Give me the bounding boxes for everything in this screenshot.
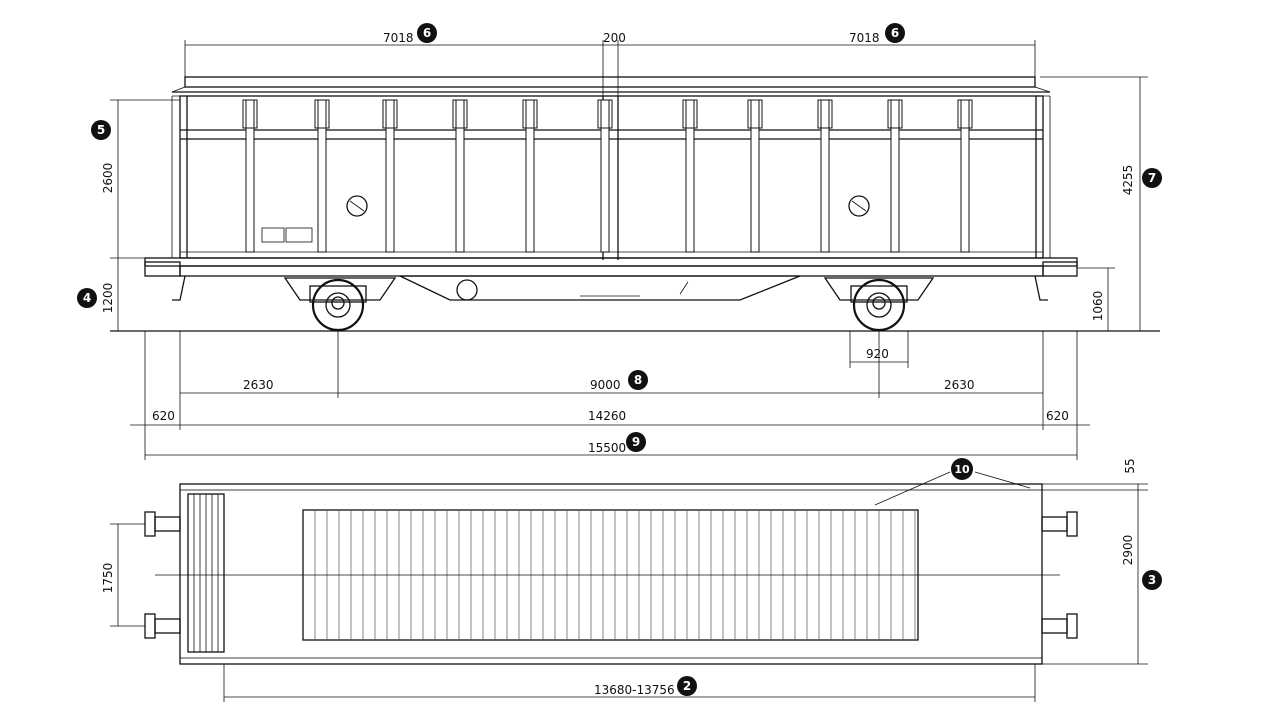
dim-height-body: 2600 — [101, 163, 115, 194]
svg-text:5: 5 — [97, 123, 105, 137]
body-post — [960, 99, 970, 253]
body-post — [820, 99, 830, 253]
dim-height-total: 4255 — [1121, 165, 1135, 196]
post-bracket — [597, 99, 613, 129]
dim-top-right: 7018 — [849, 31, 880, 45]
badge-3: 3 — [1142, 570, 1162, 590]
svg-text:6: 6 — [891, 26, 899, 40]
roof — [171, 76, 1051, 97]
dim-buffer-spacing: 1750 — [101, 563, 115, 594]
badge-2: 2 — [677, 676, 697, 696]
body-post — [455, 99, 465, 253]
wagon-body — [171, 95, 1051, 260]
side-dimensions: 7018 200 7018 2600 1200 4255 1060 920 — [101, 31, 1148, 460]
body-post — [685, 99, 695, 253]
dim-height-buffer: 1060 — [1091, 291, 1105, 322]
badge-4: 4 — [77, 288, 97, 308]
badge-6-left: 6 — [417, 23, 437, 43]
post-bracket — [817, 99, 833, 129]
body-post — [385, 99, 395, 253]
svg-text:4: 4 — [83, 291, 91, 305]
plan-dimensions: 55 2900 1750 13680-13756 — [101, 458, 1148, 702]
dim-height-floor: 1200 — [101, 283, 115, 314]
post-bracket — [887, 99, 903, 129]
badge-6-right: 6 — [885, 23, 905, 43]
svg-text:7: 7 — [1148, 171, 1156, 185]
post-bracket — [747, 99, 763, 129]
body-post — [890, 99, 900, 253]
post-bracket — [682, 99, 698, 129]
dim-wheelbase: 920 — [866, 347, 889, 361]
svg-text:2: 2 — [683, 679, 691, 693]
post-bracket — [957, 99, 973, 129]
dim-overhang-left: 2630 — [243, 378, 274, 392]
post-bracket — [314, 99, 330, 129]
body-posts — [242, 99, 973, 253]
body-post — [750, 99, 760, 253]
body-post — [600, 99, 610, 253]
badge-5: 5 — [91, 120, 111, 140]
svg-text:6: 6 — [423, 26, 431, 40]
data-plate — [261, 227, 285, 243]
dim-buffer-right: 620 — [1046, 409, 1069, 423]
badge-10: 10 — [951, 458, 973, 480]
end-grille — [187, 493, 225, 653]
dim-top-left: 7018 — [383, 31, 414, 45]
dim-length-total: 15500 — [588, 441, 626, 455]
badge-7: 7 — [1142, 168, 1162, 188]
badge-9: 9 — [626, 432, 646, 452]
dim-length-body: 14260 — [588, 409, 626, 423]
svg-text:3: 3 — [1148, 573, 1156, 587]
post-bracket — [452, 99, 468, 129]
door-symbol-left — [346, 195, 368, 217]
bogie-right — [823, 277, 935, 332]
deck-frame — [179, 483, 1043, 665]
dim-buffer-left: 620 — [152, 409, 175, 423]
callout-badges: 6 6 5 4 7 8 9 10 — [77, 23, 1162, 696]
dim-bogie-centres: 9000 — [590, 378, 621, 392]
post-bracket — [242, 99, 258, 129]
post-bracket — [382, 99, 398, 129]
badge-8: 8 — [628, 370, 648, 390]
plan-view: 55 2900 1750 13680-13756 — [101, 458, 1148, 702]
svg-text:9: 9 — [632, 435, 640, 449]
svg-text:10: 10 — [954, 463, 970, 476]
dim-inner-length: 13680-13756 — [594, 683, 675, 697]
dim-top-mid: 200 — [603, 31, 626, 45]
body-post — [525, 99, 535, 253]
buffers-right — [1041, 511, 1078, 639]
side-view: 7018 200 7018 2600 1200 4255 1060 920 — [101, 31, 1160, 460]
body-post — [245, 99, 255, 253]
body-post — [317, 99, 327, 253]
dim-overhang-right: 2630 — [944, 378, 975, 392]
underframe — [144, 257, 1078, 301]
door-symbol-right — [848, 195, 870, 217]
post-bracket — [522, 99, 538, 129]
dim-edge: 55 — [1123, 458, 1137, 473]
svg-text:8: 8 — [634, 373, 642, 387]
bogie-left — [283, 277, 397, 332]
dim-width: 2900 — [1121, 535, 1135, 566]
